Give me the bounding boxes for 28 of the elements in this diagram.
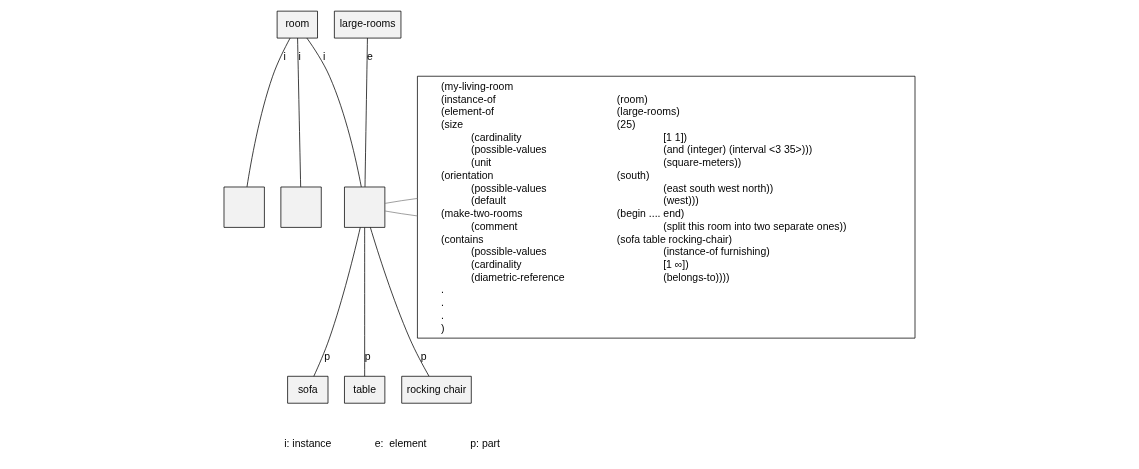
- connector: [384, 210, 418, 217]
- connector: [297, 37, 302, 188]
- edge-label: p: [364, 350, 371, 362]
- edge-label: i: [298, 50, 301, 62]
- connector: [364, 37, 368, 188]
- node-box: [280, 186, 322, 228]
- edge-label: e: [366, 50, 373, 62]
- node-box: sofa: [287, 375, 329, 404]
- connector: [384, 198, 418, 204]
- edge-label: i: [323, 50, 326, 62]
- node-box: [344, 186, 386, 228]
- edge-label: p: [324, 350, 331, 362]
- edge-label: p: [420, 350, 427, 362]
- label: e: element: [374, 438, 427, 450]
- node-box: table: [344, 375, 386, 404]
- label: i: instance: [284, 438, 332, 450]
- node-box: rocking chair: [401, 375, 472, 404]
- label: p: part: [470, 438, 500, 450]
- connector: [246, 37, 291, 188]
- node-box: (my-living-room (instance-of (room) (element-of (large-rooms) (size (25) (cardinality [1 1]) (possible-values (and (integer) (interval <3 35>))) (unit (square-meters)) (orientation (south) (possible-values (east south west north)) (default (west))) (make-two-rooms (begin .... end) (comment (split this room into two separate ones)) (contains (sofa table rocking-chair) (possible-values (instance-of furnishing) (cardinality [1 ∞]) (diametric-reference (belongs-to)))) . . . ): [417, 75, 916, 339]
- node-box: room: [276, 10, 318, 39]
- connector: [370, 227, 430, 377]
- connector: [313, 227, 361, 377]
- edge-label: i: [283, 50, 286, 62]
- node-box: [223, 186, 265, 228]
- connector: [364, 227, 366, 377]
- connector: [306, 37, 362, 188]
- node-box: large-rooms: [334, 10, 402, 39]
